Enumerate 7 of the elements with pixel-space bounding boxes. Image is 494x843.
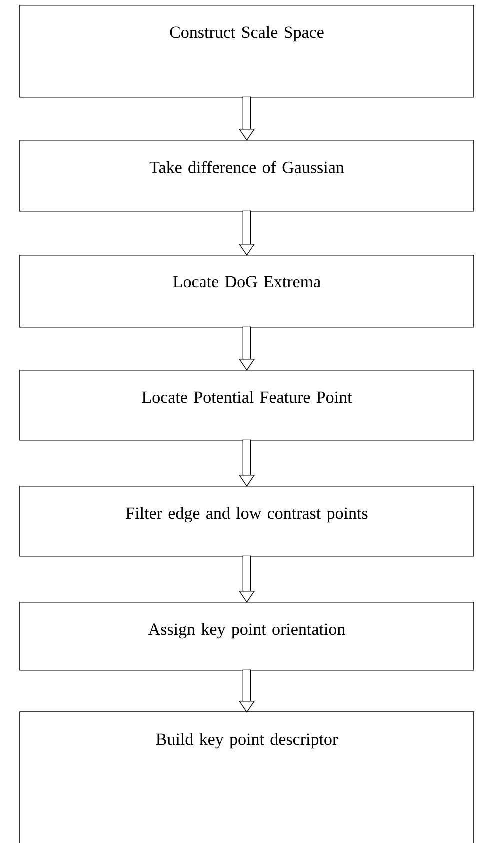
process-box: Filter edge and low contrast points [20, 486, 474, 557]
process-box: Locate DoG Extrema [20, 255, 474, 328]
process-box: Locate Potential Feature Point [20, 370, 474, 441]
process-box: Build key point descriptor [20, 712, 474, 843]
process-box: Take difference of Gaussian [20, 140, 474, 212]
process-box: Assign key point orientation [20, 602, 474, 671]
process-box: Construct Scale Space [20, 5, 474, 98]
